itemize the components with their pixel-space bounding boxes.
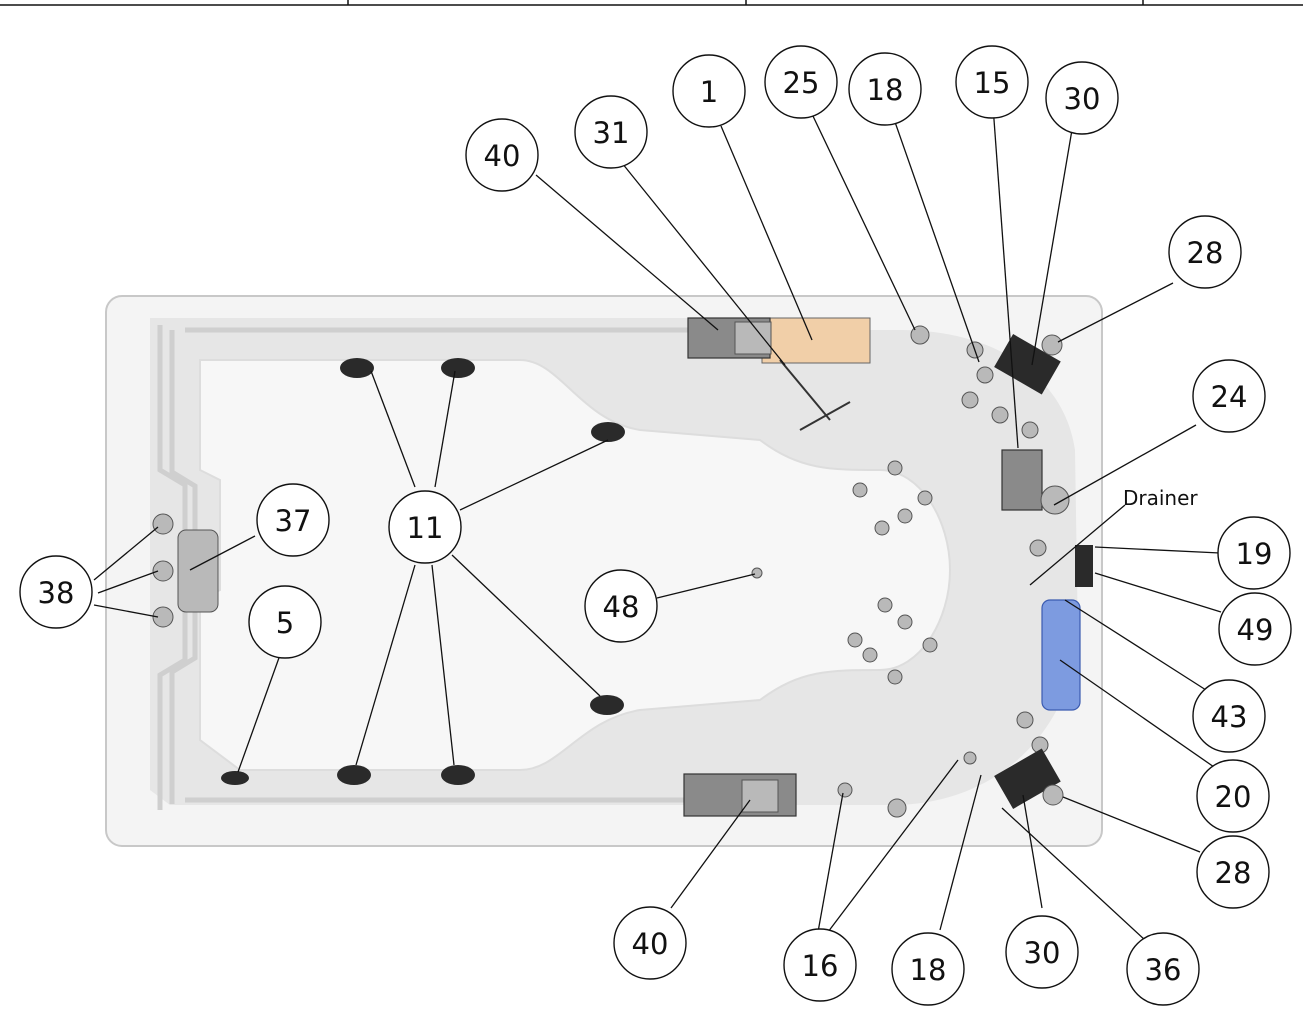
filter-canister xyxy=(1041,599,1081,711)
callout-37: 37 xyxy=(256,483,330,557)
light-left-2 xyxy=(152,560,174,582)
svg-text:49: 49 xyxy=(1237,613,1274,647)
callout-11: 11 xyxy=(388,490,462,564)
callout-40-top: 40 xyxy=(465,118,539,192)
pump-bottom-housing xyxy=(741,779,779,813)
light-left-3 xyxy=(152,606,174,628)
svg-text:11: 11 xyxy=(407,511,444,545)
callout-25: 25 xyxy=(764,45,838,119)
callout-48: 48 xyxy=(584,569,658,643)
callout-15: 15 xyxy=(955,45,1029,119)
light-top-right xyxy=(1041,334,1063,356)
svg-text:19: 19 xyxy=(1236,537,1273,571)
callout-40-bottom: 40 xyxy=(613,906,687,980)
callout-18-bottom: 18 xyxy=(891,932,965,1006)
svg-text:5: 5 xyxy=(276,606,294,640)
svg-text:40: 40 xyxy=(632,927,669,961)
callout-28-bottom: 28 xyxy=(1196,835,1270,909)
swim-spa-tub xyxy=(105,295,1103,847)
callout-38: 38 xyxy=(19,555,93,629)
control-panel xyxy=(1075,545,1093,587)
control-box-bottom xyxy=(994,748,1061,809)
callout-bubbles: 1 25 18 15 30 31 40 28 24 37 11 38 5 48 … xyxy=(19,45,1292,1006)
svg-text:37: 37 xyxy=(275,504,312,538)
skimmer xyxy=(177,529,219,613)
svg-text:40: 40 xyxy=(484,139,521,173)
svg-text:20: 20 xyxy=(1215,780,1252,814)
leader-lines xyxy=(93,105,1222,941)
callout-1: 1 xyxy=(672,54,746,128)
svg-text:31: 31 xyxy=(593,116,630,150)
light-left-1 xyxy=(152,513,174,535)
callout-30-bottom: 30 xyxy=(1005,915,1079,989)
callout-18-top: 18 xyxy=(848,52,922,126)
callout-31: 31 xyxy=(574,95,648,169)
svg-text:38: 38 xyxy=(38,576,75,610)
callout-28-top: 28 xyxy=(1168,215,1242,289)
callout-20: 20 xyxy=(1196,759,1270,833)
callout-19: 19 xyxy=(1217,516,1291,590)
svg-text:15: 15 xyxy=(974,66,1011,100)
svg-text:28: 28 xyxy=(1215,856,1252,890)
svg-text:43: 43 xyxy=(1211,700,1248,734)
svg-text:30: 30 xyxy=(1064,82,1101,116)
callout-16: 16 xyxy=(783,928,857,1002)
svg-text:28: 28 xyxy=(1187,236,1224,270)
callout-49: 49 xyxy=(1218,592,1292,666)
light-bottom-right xyxy=(1042,784,1064,806)
svg-text:48: 48 xyxy=(603,590,640,624)
callout-30-top: 30 xyxy=(1045,61,1119,135)
callout-36: 36 xyxy=(1126,932,1200,1006)
pump-top-housing xyxy=(734,321,772,355)
air-control-top xyxy=(910,325,930,345)
callout-24: 24 xyxy=(1192,359,1266,433)
svg-text:16: 16 xyxy=(802,949,839,983)
pump-bottom xyxy=(683,773,797,817)
circulation-pump xyxy=(1001,449,1043,511)
callout-5: 5 xyxy=(248,585,322,659)
svg-text:25: 25 xyxy=(783,66,820,100)
drainer-label: Drainer xyxy=(1123,486,1198,510)
svg-text:30: 30 xyxy=(1024,936,1061,970)
callout-43: 43 xyxy=(1192,679,1266,753)
svg-text:1: 1 xyxy=(700,75,718,109)
svg-text:24: 24 xyxy=(1211,380,1248,414)
title-block-border xyxy=(0,0,1303,6)
svg-text:18: 18 xyxy=(910,953,947,987)
drain-fitting xyxy=(1040,485,1070,515)
wall-jets xyxy=(221,358,625,785)
air-control-bottom xyxy=(887,798,907,818)
svg-text:36: 36 xyxy=(1145,953,1182,987)
svg-text:18: 18 xyxy=(867,73,904,107)
seat-jets xyxy=(751,341,1049,798)
tub-components xyxy=(152,317,1093,818)
